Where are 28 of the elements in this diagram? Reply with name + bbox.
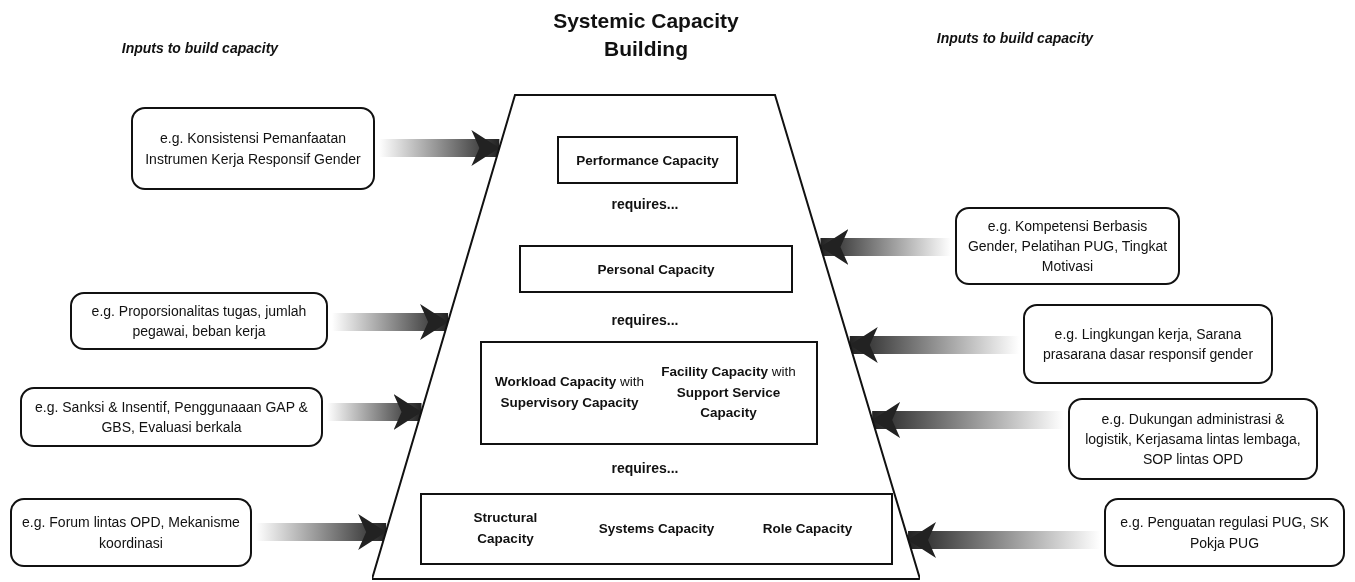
relation-note: requires... xyxy=(610,196,680,212)
capacity-box: Performance Capacity xyxy=(557,136,738,184)
arrow xyxy=(820,229,951,265)
input-box: e.g. Proporsionalitas tugas, jumlah pegawai, beban kerja xyxy=(70,292,328,350)
arrow xyxy=(256,514,387,550)
side-heading: Inputs to build capacity xyxy=(935,30,1095,46)
capacity-box xyxy=(420,493,893,565)
input-box: e.g. Sanksi & Insentif, Penggunaaan GAP & GBS, Evaluasi berkala xyxy=(20,387,323,447)
capacity-text: Facility Capacity with Support Service Capacity xyxy=(660,362,797,423)
capacity-box: Personal Capacity xyxy=(519,245,793,293)
capacity-text: Workload Capacity with Supervisory Capacity xyxy=(493,373,646,412)
capacity-text: Systems Capacity xyxy=(597,519,716,538)
input-box: e.g. Lingkungan kerja, Sarana prasarana dasar responsif gender xyxy=(1023,304,1273,384)
input-box: e.g. Kompetensi Berbasis Gender, Pelatihan PUG, Tingkat Motivasi xyxy=(955,207,1180,285)
input-box: e.g. Konsistensi Pemanfaatan Instrumen Kerja Responsif Gender xyxy=(131,107,375,190)
relation-note: requires... xyxy=(610,312,680,328)
capacity-text: Role Capacity xyxy=(761,519,854,538)
input-box: e.g. Forum lintas OPD, Mekanisme koordinasi xyxy=(10,498,252,567)
input-box: e.g. Dukungan administrasi & logistik, Kerjasama lintas lembaga, SOP lintas OPD xyxy=(1068,398,1318,480)
relation-note: requires... xyxy=(610,460,680,476)
capacity-box xyxy=(480,341,818,445)
arrow xyxy=(332,304,449,340)
heading: Systemic Capacity Building xyxy=(552,8,740,63)
arrow xyxy=(379,130,500,166)
side-heading: Inputs to build capacity xyxy=(120,40,280,56)
capacity-text: Structural Capacity xyxy=(472,509,539,548)
input-box: e.g. Penguatan regulasi PUG, SK Pokja PUG xyxy=(1104,498,1345,567)
arrow xyxy=(327,394,422,430)
